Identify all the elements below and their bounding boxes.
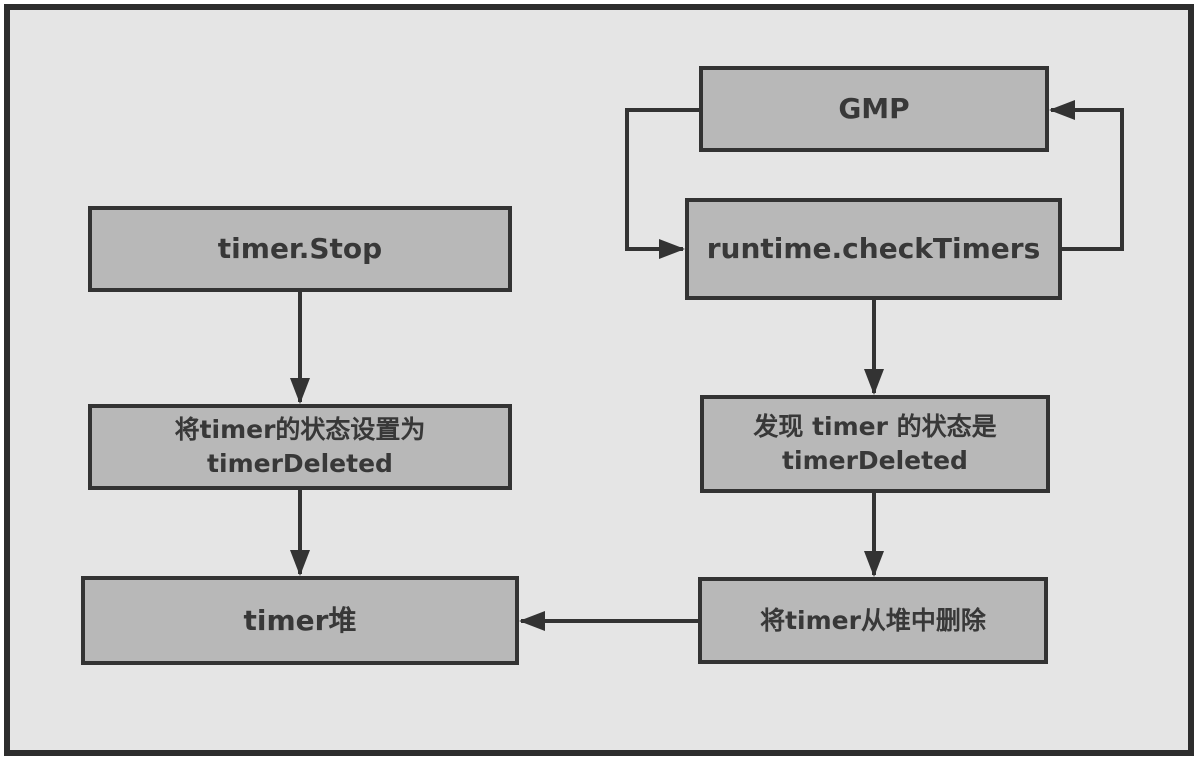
node-runtime-checktimers-label: runtime.checkTimers (706, 232, 1041, 266)
node-gmp-label: GMP (838, 92, 910, 126)
node-found-timer-status-line2: timerDeleted (782, 446, 968, 475)
node-timer-stop-label: timer.Stop (217, 232, 383, 266)
node-set-timer-status: 将timer的状态设置为 timerDeleted (88, 404, 512, 490)
node-gmp: GMP (699, 66, 1049, 152)
node-remove-timer-from-heap: 将timer从堆中删除 (698, 577, 1048, 664)
node-timer-heap-label: timer堆 (243, 603, 357, 637)
node-runtime-checktimers: runtime.checkTimers (685, 198, 1062, 300)
node-remove-timer-from-heap-label: 将timer从堆中删除 (760, 605, 986, 635)
node-timer-heap: timer堆 (81, 576, 519, 665)
node-timer-stop: timer.Stop (88, 206, 512, 292)
node-found-timer-status-line1: 发现 timer 的状态是 (753, 412, 997, 442)
node-found-timer-status: 发现 timer 的状态是 timerDeleted (700, 395, 1050, 493)
node-set-timer-status-line1: 将timer的状态设置为 (174, 415, 426, 445)
node-set-timer-status-line2: timerDeleted (207, 449, 393, 478)
